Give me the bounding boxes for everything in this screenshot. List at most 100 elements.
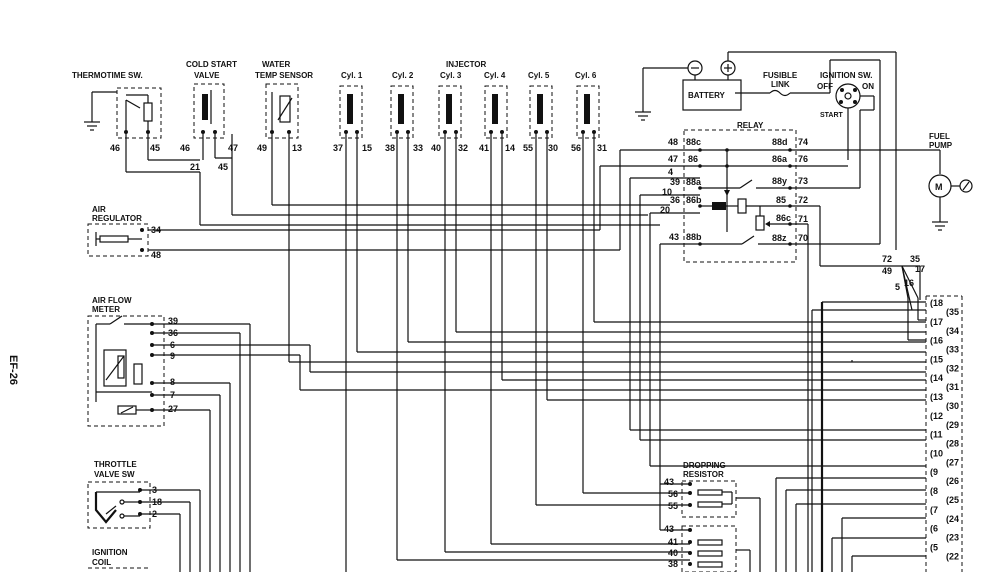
- relay-88d: 88d: [772, 137, 788, 147]
- cold-start-valve: COLD START VALVE 46 47 21 45: [180, 60, 238, 172]
- connector-inner-pin: (11: [930, 430, 943, 440]
- thermotime-pin-46: 46: [110, 143, 120, 153]
- injector-cyl-4: Cyl. 4 41 14: [479, 71, 515, 153]
- relay-pin-70: 70: [798, 233, 808, 243]
- throttle-label-1: THROTTLE: [94, 460, 137, 469]
- connector-inner-pin: (5: [930, 542, 938, 552]
- coil-label-2: COIL: [92, 558, 111, 567]
- relay-pin-73: 73: [798, 176, 808, 186]
- connector-inner-pin: (18: [930, 298, 943, 308]
- connector-outer-pin: (32: [946, 363, 959, 373]
- ignition-switch: IGNITION SW. OFF ON START: [817, 71, 874, 160]
- connector-inner-pin: (16: [930, 336, 943, 346]
- air-reg-label-1: AIR: [92, 205, 106, 214]
- air-flow-meter: AIR FLOW METER 39 36 6 9 8 7 27: [87, 296, 178, 427]
- dropping-label-2: RESISTOR: [683, 470, 724, 479]
- dropping-pin-43b: 43: [664, 524, 674, 534]
- connector-outer-pin: (25: [946, 495, 959, 505]
- water-temp-label-1: WATER: [262, 60, 291, 69]
- junction-49: 49: [882, 266, 892, 276]
- fusible-label-2: LINK: [771, 80, 790, 89]
- connector-outer-pin: (23: [946, 533, 959, 543]
- cyl-4-label: Cyl. 4: [484, 71, 506, 80]
- thermotime-pin-45: 45: [150, 143, 160, 153]
- afm-label-1: AIR FLOW: [92, 296, 132, 305]
- relay-pin-74: 74: [798, 137, 808, 147]
- ignition-sw-label: IGNITION SW.: [820, 71, 872, 80]
- connector-inner-pin: (17: [930, 317, 943, 327]
- water-temp-pin-49: 49: [257, 143, 267, 153]
- injector-header: INJECTOR: [446, 60, 487, 69]
- dropping-resistor: DROPPING RESISTOR 43 56 55 43 41 40 38: [664, 461, 737, 572]
- cyl-1-label: Cyl. 1: [341, 71, 363, 80]
- fuel-pump-label-1: FUEL: [929, 132, 950, 141]
- relay-86a: 86a: [772, 154, 788, 164]
- connector-inner-pin: (10: [930, 448, 943, 458]
- dropping-pin-38: 38: [668, 559, 678, 569]
- injector-cyl-6: Cyl. 6 56 31: [571, 71, 607, 153]
- injector-cyl-5: Cyl. 5 55 30: [523, 71, 558, 153]
- cyl-3-pin-a: 40: [431, 143, 441, 153]
- thermotime-label: THERMOTIME SW.: [72, 71, 143, 80]
- fusible-link: FUSIBLE LINK: [735, 71, 830, 97]
- page-label: EF-26: [7, 355, 19, 385]
- cyl-1-pin-a: 37: [333, 143, 343, 153]
- connector-outer-pin: (33: [946, 345, 959, 355]
- air-regulator: AIR REGULATOR 34 48: [87, 205, 161, 260]
- cold-start-pin-47: 47: [228, 143, 238, 153]
- dropping-pin-41: 41: [668, 537, 678, 547]
- relay-label: RELAY: [737, 121, 764, 130]
- connector-inner-pin: (8: [930, 486, 938, 496]
- cyl-5-pin-a: 55: [523, 143, 533, 153]
- cyl-5-pin-b: 30: [548, 143, 558, 153]
- dropping-pin-40: 40: [668, 548, 678, 558]
- dropping-pin-43a: 43: [664, 477, 674, 487]
- connector-outer-pin: (30: [946, 401, 959, 411]
- relay-pin-36: 36: [670, 195, 680, 205]
- dropping-pin-55: 55: [668, 501, 678, 511]
- afm-pin-27: 27: [168, 404, 178, 414]
- water-temp-label-2: TEMP SENSOR: [255, 71, 313, 80]
- cold-start-pin-46: 46: [180, 143, 190, 153]
- throttle-label-2: VALVE SW: [94, 470, 135, 479]
- connector-outer-pin: (27: [946, 457, 959, 467]
- cold-start-pin-21: 21: [190, 162, 200, 172]
- relay-pin-72: 72: [798, 195, 808, 205]
- relay-pin-43: 43: [669, 232, 679, 242]
- afm-pin-39: 39: [168, 316, 178, 326]
- relay-pin-47: 47: [668, 154, 678, 164]
- air-reg-label-2: REGULATOR: [92, 214, 142, 223]
- connector-inner-pin: (6: [930, 524, 938, 534]
- injector-cyl-2: Cyl. 2 38 33: [385, 71, 423, 153]
- relay-88y: 88y: [772, 176, 787, 186]
- throttle-valve-switch: THROTTLE VALVE SW 3 18 2: [87, 460, 162, 529]
- relay-88a: 88a: [686, 177, 702, 187]
- cold-start-label-1: COLD START: [186, 60, 237, 69]
- wire-harness: [125, 59, 926, 572]
- relay-pin-4: 4: [668, 167, 673, 177]
- water-temp-sensor: WATER TEMP SENSOR 49 13: [255, 60, 313, 153]
- relay-86c: 86c: [776, 213, 791, 223]
- ign-off-label: OFF: [817, 82, 833, 91]
- relay-pin-20: 20: [660, 205, 670, 215]
- relay-pin-39: 39: [670, 177, 680, 187]
- cold-start-label-2: VALVE: [194, 71, 220, 80]
- relay-88c: 88c: [686, 137, 701, 147]
- junction-16: 16: [904, 278, 914, 288]
- connector-outer-pin: (22: [946, 551, 959, 561]
- relay-pin-10: 10: [662, 187, 672, 197]
- relay-pin-71: 71: [798, 214, 808, 224]
- ignition-coil: IGNITION COIL: [88, 548, 150, 569]
- air-reg-pin-48: 48: [151, 250, 161, 260]
- connector-inner-pin: (9: [930, 467, 938, 477]
- connector-outer-pin: (28: [946, 439, 959, 449]
- ign-start-label: START: [820, 112, 844, 119]
- cyl-6-pin-a: 56: [571, 143, 581, 153]
- pump-motor-label: M: [935, 182, 943, 192]
- battery-label: BATTERY: [688, 91, 726, 100]
- relay-pin-48: 48: [668, 137, 678, 147]
- junction-5: 5: [895, 282, 900, 292]
- injector-cyl-3: Cyl. 3 40 32: [431, 71, 468, 153]
- junction-72: 72: [882, 254, 892, 264]
- connector-outer-pin: (35: [946, 307, 959, 317]
